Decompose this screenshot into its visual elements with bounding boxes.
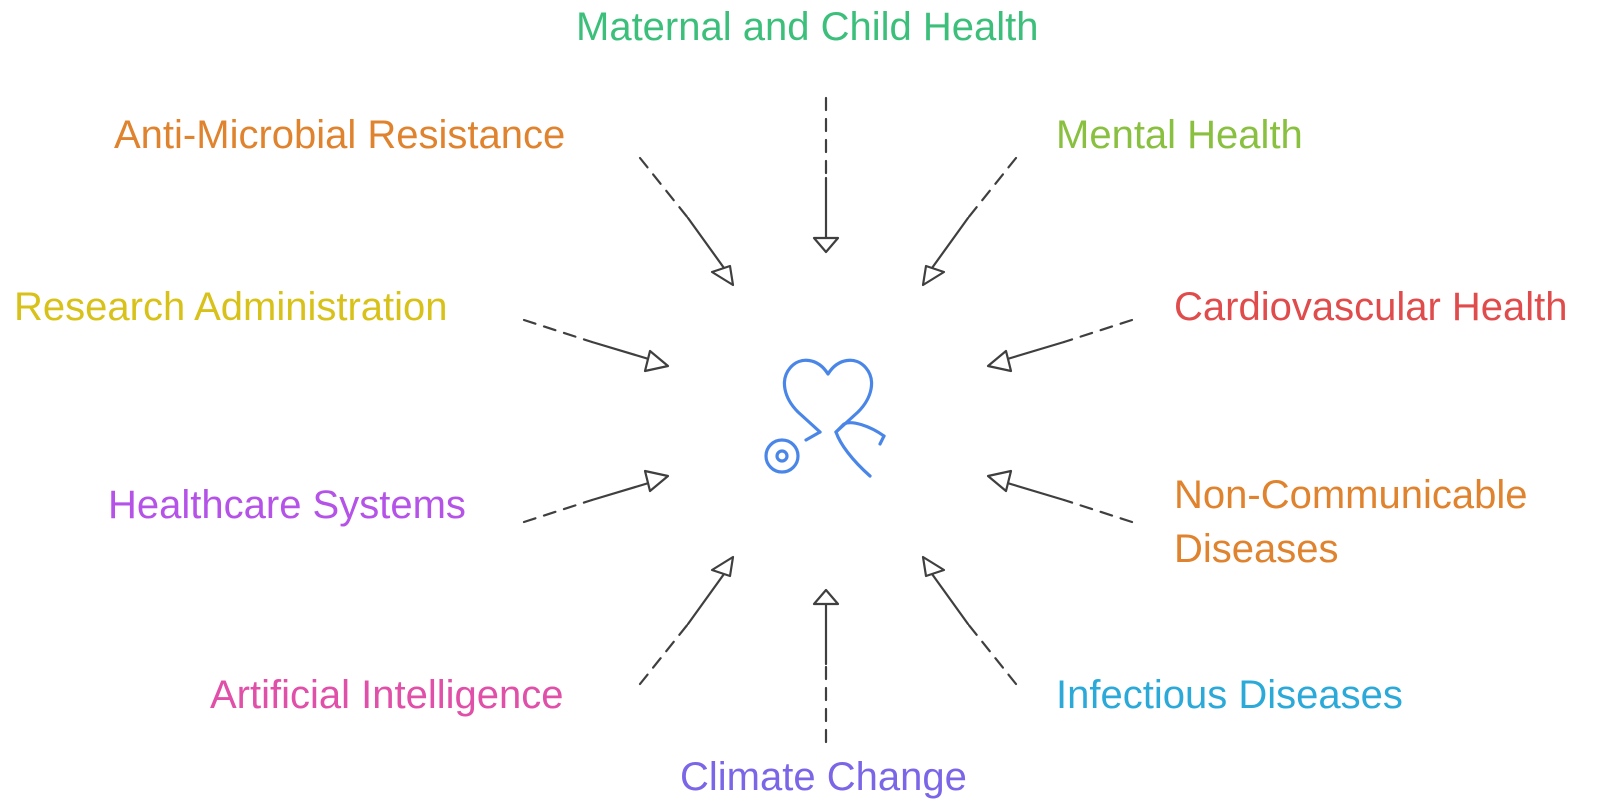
label-climate-change: Climate Change <box>680 755 967 799</box>
label-artificial-intelligence: Artificial Intelligence <box>210 673 564 717</box>
label-non-communicable-line1: Non-Communicable <box>1174 473 1528 517</box>
arrow-mental-health <box>921 156 1018 287</box>
arrow-climate-change <box>812 588 840 744</box>
arrow-artificial-intelligence <box>638 555 735 686</box>
arrow-infectious-diseases <box>921 555 1018 686</box>
label-maternal-child-health: Maternal and Child Health <box>576 5 1039 49</box>
label-cardiovascular-health: Cardiovascular Health <box>1174 285 1568 329</box>
label-infectious-diseases: Infectious Diseases <box>1056 673 1403 717</box>
heart-stethoscope-icon <box>764 358 886 478</box>
arrow-non-communicable-diseases <box>986 469 1134 524</box>
label-non-communicable-diseases: Non-Communicable Diseases <box>1174 468 1527 576</box>
label-mental-health: Mental Health <box>1056 113 1303 157</box>
arrow-maternal-child-health <box>812 96 840 254</box>
arrow-healthcare-systems <box>522 469 670 524</box>
label-research-administration: Research Administration <box>14 285 448 329</box>
label-anti-microbial-resistance: Anti-Microbial Resistance <box>114 113 566 157</box>
label-non-communicable-line2: Diseases <box>1174 527 1339 571</box>
label-healthcare-systems: Healthcare Systems <box>108 483 466 527</box>
arrow-cardiovascular-health <box>986 318 1134 373</box>
arrow-research-administration <box>522 318 670 373</box>
arrow-anti-microbial-resistance <box>638 156 735 287</box>
